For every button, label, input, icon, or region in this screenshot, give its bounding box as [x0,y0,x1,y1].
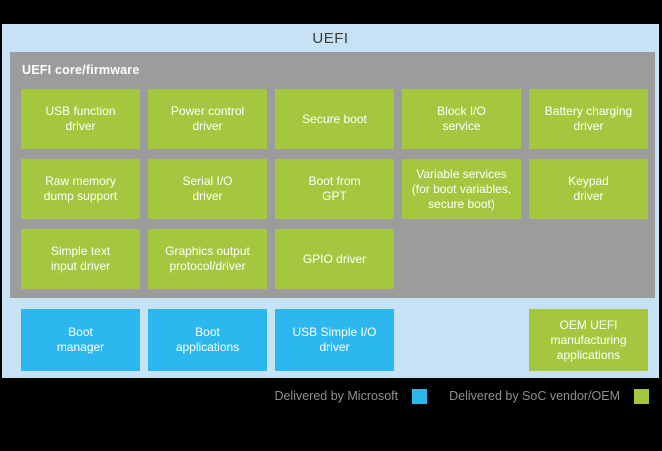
legend-label-microsoft: Delivered by Microsoft [274,389,399,403]
core-firmware-label: UEFI core/firmware [22,63,140,77]
box-boot-from-gpt: Boot from GPT [275,159,394,219]
box-variable-services: Variable services (for boot variables, s… [402,159,521,219]
legend-swatch-microsoft [412,388,428,404]
box-gpio-driver: GPIO driver [275,229,394,289]
box-battery-charging-driver: Battery charging driver [529,89,648,149]
box-power-control-driver: Power control driver [148,89,267,149]
boot-components-row: Boot manager Boot applications USB Simpl… [21,309,648,371]
box-simple-text-input-driver: Simple text input driver [21,229,140,289]
uefi-core-firmware-box: UEFI core/firmware USB function driver P… [10,52,655,298]
panel-title: UEFI [312,30,349,47]
box-serial-io-driver: Serial I/O driver [148,159,267,219]
box-usb-simple-io-driver: USB Simple I/O driver [275,309,394,371]
box-block-io-service: Block I/O service [402,89,521,149]
box-keypad-driver: Keypad driver [529,159,648,219]
box-graphics-output-protocol-driver: Graphics output protocol/driver [148,229,267,289]
box-usb-function-driver: USB function driver [21,89,140,149]
legend-swatch-soc-vendor-oem [634,388,649,404]
legend-label-soc-vendor-oem: Delivered by SoC vendor/OEM [449,389,620,403]
box-raw-memory-dump-support: Raw memory dump support [21,159,140,219]
box-boot-applications: Boot applications [148,309,267,371]
legend: Delivered by Microsoft Delivered by SoC … [0,387,649,405]
core-driver-grid: USB function driver Power control driver… [21,89,648,289]
box-boot-manager: Boot manager [21,309,140,371]
uefi-panel: UEFI UEFI core/firmware USB function dri… [2,24,659,378]
box-secure-boot: Secure boot [275,89,394,149]
box-oem-uefi-manufacturing-applications: OEM UEFI manufacturing applications [529,309,648,371]
